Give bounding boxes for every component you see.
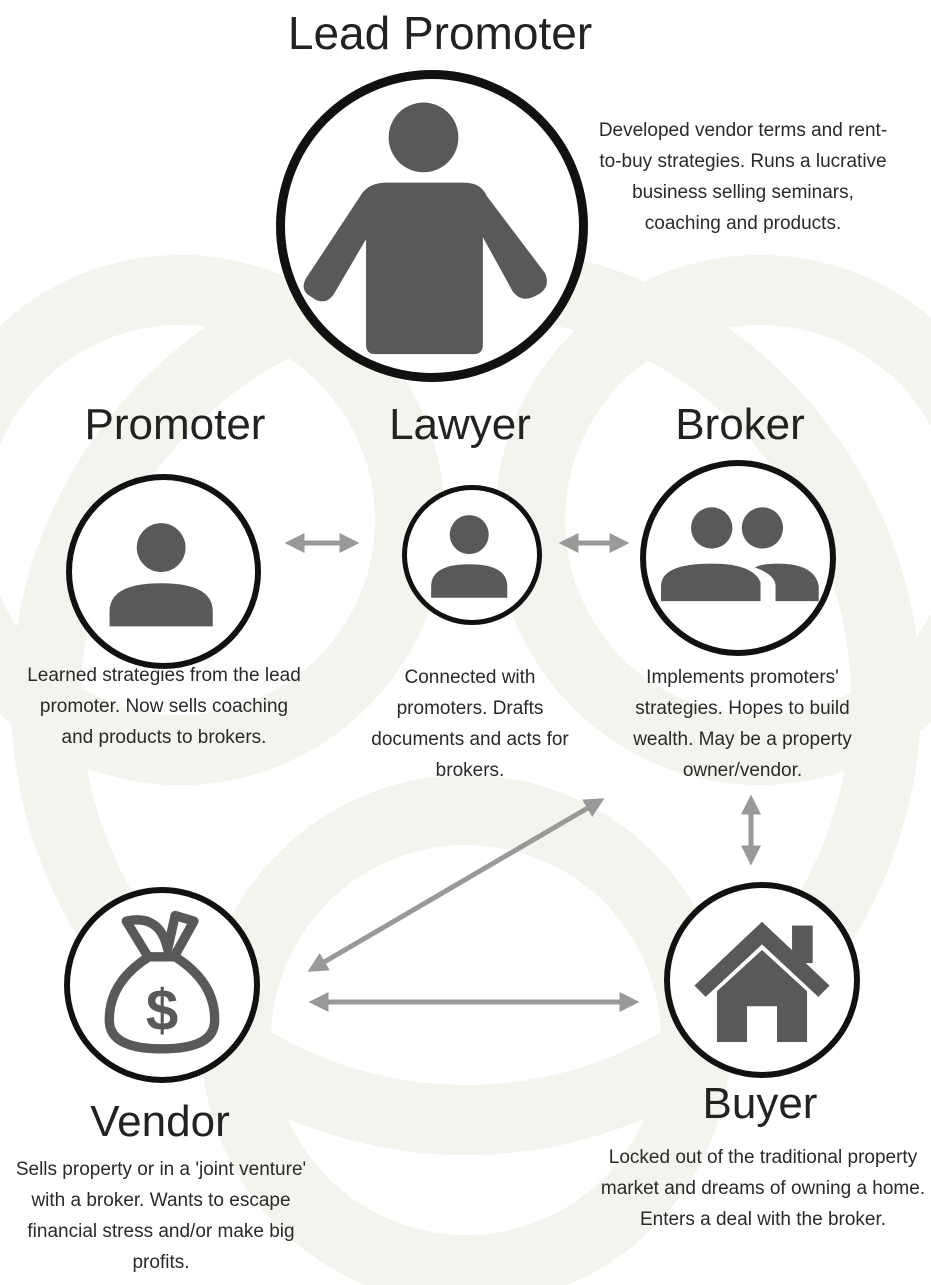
users-icon (661, 507, 819, 602)
vendor-title: Vendor (90, 1097, 230, 1146)
vendor-circle: $ (64, 887, 260, 1083)
promoter-description: Learned strategies from the lead promote… (27, 665, 301, 748)
promoter-circle (66, 474, 261, 669)
user-icon (431, 515, 508, 598)
broker-title: Broker (675, 400, 805, 449)
broker-circle (640, 460, 836, 656)
lawyer-circle (402, 485, 542, 625)
lead-promoter-circle (276, 70, 588, 382)
arrow-broker-vendor (307, 798, 605, 972)
buyer-description: Locked out of the traditional property m… (600, 1147, 926, 1230)
broker-description: Implements promoters' strategies. Hopes … (633, 667, 852, 781)
lead-promoter-title: Lead Promoter (287, 7, 593, 59)
person-icon (303, 102, 547, 355)
lawyer-description: Connected with promoters. Drafts documen… (371, 667, 569, 781)
user-icon (109, 523, 213, 627)
lawyer-title: Lawyer (389, 400, 531, 449)
svg-text:$: $ (146, 978, 178, 1043)
money-bag-icon: $ (104, 910, 220, 1054)
house-icon (694, 921, 830, 1042)
promoter-title: Promoter (84, 400, 266, 449)
vendor-description: Sells property or in a 'joint venture' w… (15, 1159, 307, 1273)
buyer-circle (664, 882, 860, 1078)
lead-promoter-description: Developed vendor terms and rent-to-buy s… (598, 120, 888, 234)
buyer-title: Buyer (702, 1079, 818, 1128)
